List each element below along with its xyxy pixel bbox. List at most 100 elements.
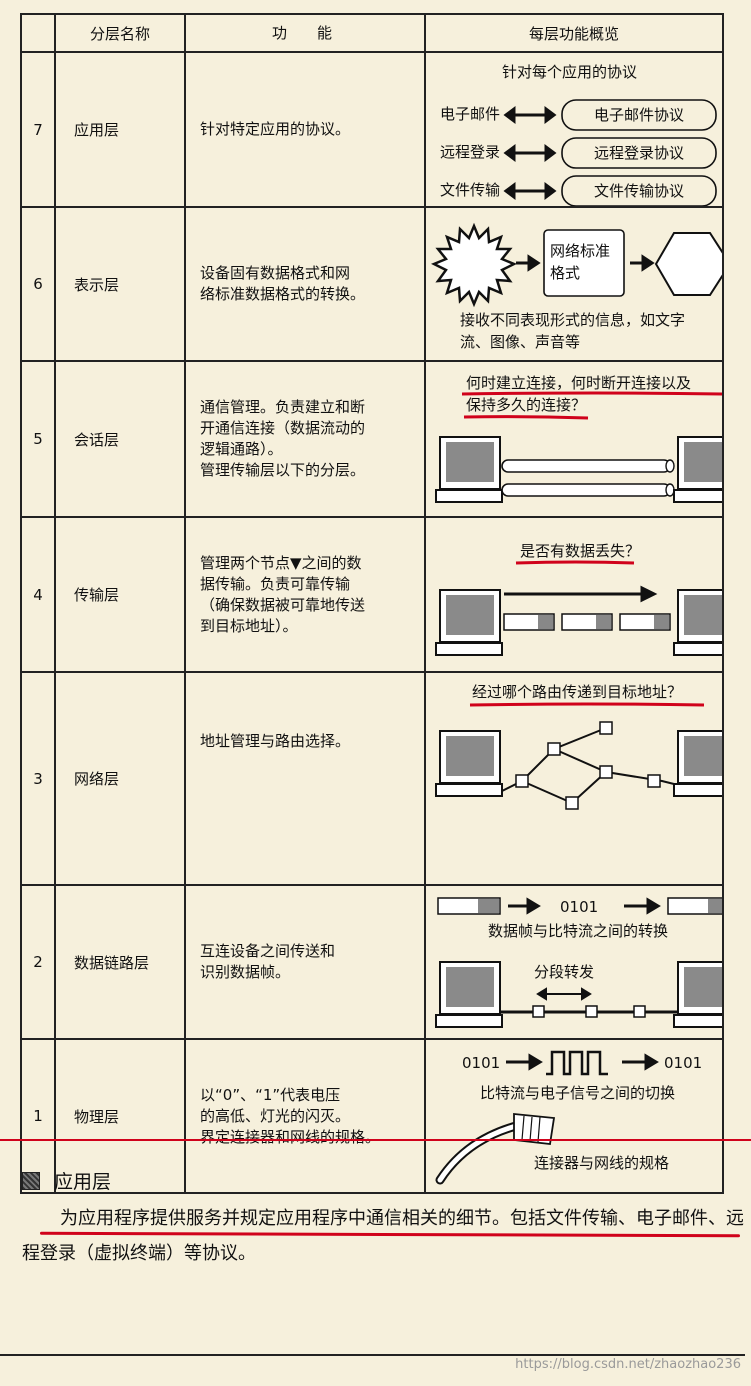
protocol-box — [561, 99, 717, 131]
standard-format-box — [543, 229, 625, 297]
session-question2: 保持多久的连接？ — [466, 396, 586, 414]
layer-number: 7 — [20, 51, 56, 208]
computer-icon — [673, 730, 721, 797]
layer-function: 互连设备之间传送和 识别数据帧。 — [184, 884, 426, 1040]
section-heading: 应用层 — [22, 1167, 111, 1194]
computer-icon — [673, 436, 721, 503]
layer-name: 表示层 — [54, 206, 186, 362]
route-network — [501, 727, 679, 805]
data-segment — [561, 613, 613, 631]
box-line2: 格式 — [550, 264, 580, 282]
layer-number: 4 — [20, 516, 56, 673]
header-function: 功 能 — [184, 13, 426, 53]
bottom-divider — [0, 1354, 745, 1356]
physical-diagram: 0101 0101 比特流与电子信号之间的切换 连接器与网线的规格 — [424, 1038, 724, 1194]
layer-function: 通信管理。负责建立和断 开通信连接（数据流动的 逻辑通路）。 管理传输层以下的分… — [184, 360, 426, 518]
application-diagram: 针对每个应用的协议 电子邮件 电子邮件协议 远程登录 远程登录协议 — [424, 51, 724, 208]
table-row: 2 数据链路层 互连设备之间传送和 识别数据帧。 0101 数据帧与 — [20, 884, 724, 1040]
bits-left: 0101 — [462, 1054, 500, 1072]
datalink-diagram-svg: 0101 数据帧与比特流之间的转换 分段转发 — [435, 897, 721, 1028]
arrow-right-icon — [504, 585, 658, 603]
frame-box — [667, 897, 721, 915]
osi-layer-table: 分层名称 功 能 每层功能概览 7 应用层 针对特定应用的协议。 针对每个应用的… — [20, 13, 724, 1194]
presentation-caption1: 接收不同表现形式的信息，如文字 — [460, 311, 685, 329]
red-divider — [0, 1139, 751, 1141]
layer-name: 网络层 — [54, 671, 186, 886]
layer-number: 5 — [20, 360, 56, 518]
frame-box — [437, 897, 501, 915]
transport-question: 是否有数据丢失？ — [520, 542, 640, 560]
app-row-email: 电子邮件 电子邮件协议 — [440, 99, 717, 131]
layer-number: 1 — [20, 1038, 56, 1194]
datalink-caption: 数据帧与比特流之间的转换 — [488, 922, 668, 940]
computer-icon — [673, 961, 721, 1028]
protocol-box — [561, 137, 717, 169]
app-left-label: 电子邮件 — [440, 105, 500, 123]
arrow-right-icon — [516, 254, 541, 272]
computer-icon — [435, 436, 503, 503]
box-line1: 网络标准 — [550, 242, 610, 260]
layer-function: 地址管理与路由选择。 — [184, 671, 426, 886]
transport-diagram-svg: 是否有数据丢失？ — [435, 542, 721, 656]
double-arrow-icon — [503, 144, 557, 162]
arrow-right-icon — [622, 1053, 659, 1071]
double-arrow-icon — [503, 106, 557, 124]
layer-name: 应用层 — [54, 51, 186, 208]
signal-wave-icon — [546, 1050, 608, 1076]
square-bullet-icon — [22, 1171, 40, 1190]
data-segment — [619, 613, 671, 631]
presentation-diagram-svg: 网络标准 格式 接收不同表现形式的信息，如文字 流、图像、声音等 — [430, 222, 721, 351]
application-diagram-svg: 针对每个应用的协议 电子邮件 电子邮件协议 远程登录 远程登录协议 — [440, 63, 717, 205]
red-underline — [463, 415, 589, 420]
presentation-caption2: 流、图像、声音等 — [460, 333, 580, 351]
layer-name: 物理层 — [54, 1038, 186, 1194]
arrow-right-icon — [508, 897, 541, 915]
computer-icon — [435, 730, 503, 797]
red-underline — [515, 560, 635, 565]
segment-label: 分段转发 — [534, 963, 594, 981]
table-row: 5 会话层 通信管理。负责建立和断 开通信连接（数据流动的 逻辑通路）。 管理传… — [20, 360, 724, 518]
protocol-box — [561, 175, 717, 205]
table-row: 7 应用层 针对特定应用的协议。 针对每个应用的协议 电子邮件 电子邮件协议 远… — [20, 51, 724, 208]
hexagon-icon — [654, 232, 721, 296]
computer-icon — [435, 961, 503, 1028]
table-row: 3 网络层 地址管理与路由选择。 经过哪个路由传递到目标地址？ — [20, 671, 724, 886]
red-underline — [469, 702, 705, 707]
section-title: 应用层 — [54, 1171, 112, 1193]
router-node — [515, 721, 661, 810]
app-row-remote-login: 远程登录 远程登录协议 — [440, 137, 717, 169]
app-row-file-transfer: 文件传输 文件传输协议 — [440, 175, 717, 205]
transport-diagram: 是否有数据丢失？ — [424, 516, 724, 673]
arrow-right-icon — [506, 1053, 543, 1071]
starburst-icon — [430, 222, 518, 308]
app-title: 针对每个应用的协议 — [502, 63, 637, 81]
layer-name: 会话层 — [54, 360, 186, 518]
layer-name: 传输层 — [54, 516, 186, 673]
arrow-right-icon — [624, 897, 661, 915]
header-overview: 每层功能概览 — [424, 13, 724, 53]
network-question: 经过哪个路由传递到目标地址？ — [472, 683, 682, 701]
app-right-label: 远程登录协议 — [594, 144, 684, 162]
bitstream-label: 0101 — [560, 898, 598, 916]
layer-function: 设备固有数据格式和网 络标准数据格式的转换。 — [184, 206, 426, 362]
layer-number: 3 — [20, 671, 56, 886]
app-left-label: 远程登录 — [440, 143, 500, 161]
datalink-diagram: 0101 数据帧与比特流之间的转换 分段转发 — [424, 884, 724, 1040]
layer-number: 6 — [20, 206, 56, 362]
layer-number: 2 — [20, 884, 56, 1040]
red-underline — [461, 391, 721, 396]
table-row: 6 表示层 设备固有数据格式和网 络标准数据格式的转换。 网络标准 格式 接收不… — [20, 206, 724, 362]
connector-icon — [435, 1113, 556, 1185]
table-row: 4 传输层 管理两个节点▼之间的数 据传输。负责可靠传输 （确保数据被可靠地传送… — [20, 516, 724, 673]
app-right-label: 文件传输协议 — [594, 182, 684, 200]
physical-diagram-svg: 0101 0101 比特流与电子信号之间的切换 连接器与网线的规格 — [435, 1050, 702, 1185]
layer-function: 针对特定应用的协议。 — [184, 51, 426, 208]
data-segment — [503, 613, 555, 631]
switch-node — [532, 1005, 646, 1018]
physical-caption: 比特流与电子信号之间的切换 — [480, 1084, 675, 1102]
network-diagram: 经过哪个路由传递到目标地址？ — [424, 671, 724, 886]
double-arrow-icon — [503, 182, 557, 200]
network-diagram-svg: 经过哪个路由传递到目标地址？ — [435, 683, 721, 810]
arrow-right-icon — [630, 254, 655, 272]
header-layer-name: 分层名称 — [54, 13, 186, 53]
